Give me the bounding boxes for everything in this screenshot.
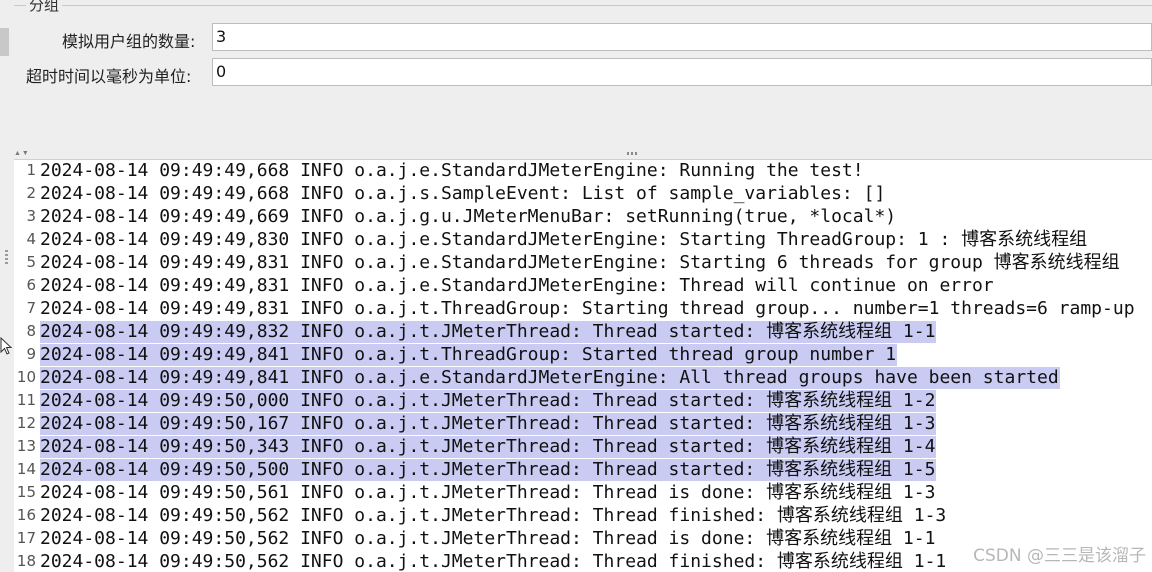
line-number: 5 — [26, 253, 36, 271]
log-line-text: 2024-08-14 09:49:49,830 INFO o.a.j.e.Sta… — [40, 229, 1088, 250]
line-number: 18 — [16, 552, 36, 570]
thread-count-input[interactable]: 3 — [212, 23, 1152, 51]
timeout-label: 超时时间以毫秒为单位: — [26, 67, 192, 86]
split-handle-icon[interactable] — [627, 152, 637, 155]
log-line-text: 2024-08-14 09:49:49,831 INFO o.a.j.e.Sta… — [40, 252, 1120, 273]
log-line-text: 2024-08-14 09:49:50,562 INFO o.a.j.t.JMe… — [40, 505, 947, 526]
log-line-text: 2024-08-14 09:49:49,841 INFO o.a.j.t.Thr… — [40, 344, 898, 366]
line-number: 8 — [26, 322, 36, 340]
thread-count-row: 模拟用户组的数量: 3 — [14, 23, 1152, 51]
thread-group-settings-panel: 分组 模拟用户组的数量: 3 超时时间以毫秒为单位: 0 — [14, 0, 1152, 148]
timeout-row: 超时时间以毫秒为单位: 0 — [14, 58, 1152, 86]
mouse-pointer-icon — [0, 337, 12, 355]
group-legend: 分组 — [26, 0, 63, 14]
thread-count-label: 模拟用户组的数量: — [62, 32, 196, 51]
vertical-split-handle-icon[interactable] — [5, 250, 8, 264]
log-line-text: 2024-08-14 09:49:49,831 INFO o.a.j.e.Sta… — [40, 275, 994, 296]
line-number: 6 — [26, 276, 36, 294]
left-panel-strip — [0, 0, 15, 572]
log-line-text: 2024-08-14 09:49:50,561 INFO o.a.j.t.JMe… — [40, 482, 936, 503]
tree-panel-edge[interactable] — [0, 28, 9, 56]
line-number: 9 — [26, 345, 36, 363]
line-number: 3 — [26, 207, 36, 225]
log-line-text: 2024-08-14 09:49:50,562 INFO o.a.j.t.JMe… — [40, 528, 936, 549]
log-line-text: 2024-08-14 09:49:49,831 INFO o.a.j.t.Thr… — [40, 298, 1135, 319]
collapse-arrows-icon[interactable]: ▲▼ — [14, 150, 30, 157]
log-line-text: 2024-08-14 09:49:50,167 INFO o.a.j.t.JMe… — [40, 413, 937, 435]
line-number: 17 — [16, 529, 36, 547]
panel-splitter[interactable]: ▲▼ — [14, 148, 1152, 160]
log-line-text: 2024-08-14 09:49:49,832 INFO o.a.j.t.JMe… — [40, 321, 937, 343]
log-line-text: 2024-08-14 09:49:50,343 INFO o.a.j.t.JMe… — [40, 436, 937, 458]
watermark: CSDN @三三是该溜子 — [973, 546, 1146, 566]
line-number: 1 — [26, 161, 36, 179]
line-number: 10 — [16, 368, 36, 386]
line-number: 15 — [16, 483, 36, 501]
log-line-text: 2024-08-14 09:49:50,000 INFO o.a.j.t.JMe… — [40, 390, 937, 412]
line-number: 7 — [26, 299, 36, 317]
line-number: 13 — [16, 437, 36, 455]
line-number: 2 — [26, 184, 36, 202]
line-number: 11 — [16, 391, 36, 409]
log-line-text: 2024-08-14 09:49:49,669 INFO o.a.j.g.u.J… — [40, 206, 897, 227]
log-line-text: 2024-08-14 09:49:49,841 INFO o.a.j.e.Sta… — [40, 367, 1060, 389]
timeout-input[interactable]: 0 — [212, 58, 1152, 86]
group-fieldset: 分组 — [14, 0, 1152, 98]
line-number: 14 — [16, 460, 36, 478]
log-line-text: 2024-08-14 09:49:49,668 INFO o.a.j.e.Sta… — [40, 160, 864, 181]
line-number: 4 — [26, 230, 36, 248]
log-line-text: 2024-08-14 09:49:50,500 INFO o.a.j.t.JMe… — [40, 459, 937, 481]
log-line-text: 2024-08-14 09:49:49,668 INFO o.a.j.s.Sam… — [40, 183, 886, 204]
line-number: 16 — [16, 506, 36, 524]
log-line-text: 2024-08-14 09:49:50,562 INFO o.a.j.t.JMe… — [40, 551, 947, 572]
line-number: 12 — [16, 414, 36, 432]
